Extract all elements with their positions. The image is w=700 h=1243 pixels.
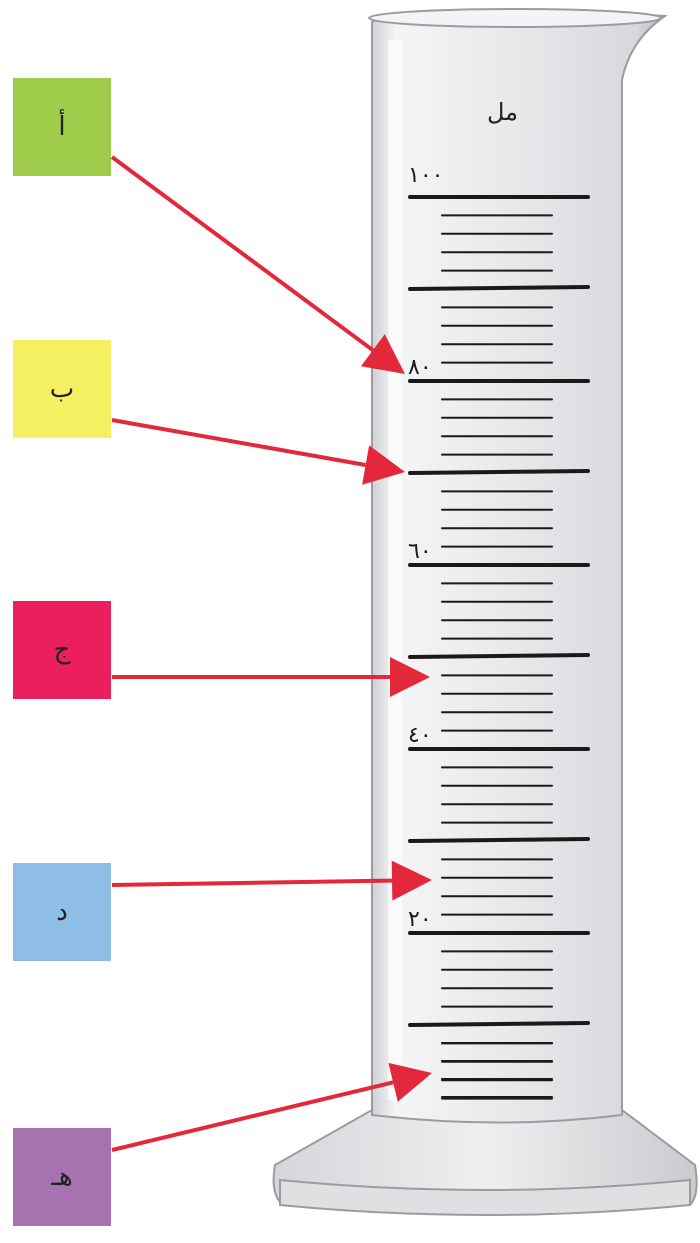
label-box: د <box>13 863 111 961</box>
label-box: هـ <box>13 1128 111 1226</box>
major-tick <box>408 285 590 291</box>
scale-label: ٦٠ <box>408 539 432 564</box>
arrow-head <box>388 1062 432 1102</box>
tube-highlight <box>388 40 402 1100</box>
arrow-head <box>391 860 432 901</box>
cylinder-base-rim <box>279 1178 691 1216</box>
label-box-text: د <box>56 897 68 927</box>
arrow-line <box>111 878 393 887</box>
label-box: ج <box>13 601 111 699</box>
pointer-arrows <box>110 155 432 1152</box>
scale-labels: ١٠٠ ٨٠ ٦٠ ٤٠ ٢٠ <box>408 163 443 932</box>
arrow-head <box>362 445 405 485</box>
major-tick <box>408 469 590 475</box>
label-box-text: هـ <box>51 1162 73 1192</box>
major-tick <box>408 1021 590 1027</box>
scale-label: ١٠٠ <box>408 163 443 188</box>
arrow-line <box>111 418 366 467</box>
unit-label: مل <box>487 98 519 126</box>
major-tick <box>408 653 590 659</box>
scale-label: ٤٠ <box>408 723 432 748</box>
arrow-line <box>110 155 375 352</box>
scale-label: ٨٠ <box>408 355 432 380</box>
label-box-text: ج <box>53 635 71 665</box>
label-box-text: أ <box>58 112 66 142</box>
arrow-head <box>390 657 430 697</box>
label-box: أ <box>13 78 111 176</box>
label-box: ب <box>13 340 111 438</box>
arrow-line <box>111 1080 394 1152</box>
cylinder-rim <box>368 8 662 28</box>
graduation-ticks <box>408 195 590 1100</box>
label-box-text: ب <box>49 374 75 404</box>
arrow-head <box>360 334 405 374</box>
major-tick <box>408 837 590 843</box>
scale-label: ٢٠ <box>408 907 432 932</box>
